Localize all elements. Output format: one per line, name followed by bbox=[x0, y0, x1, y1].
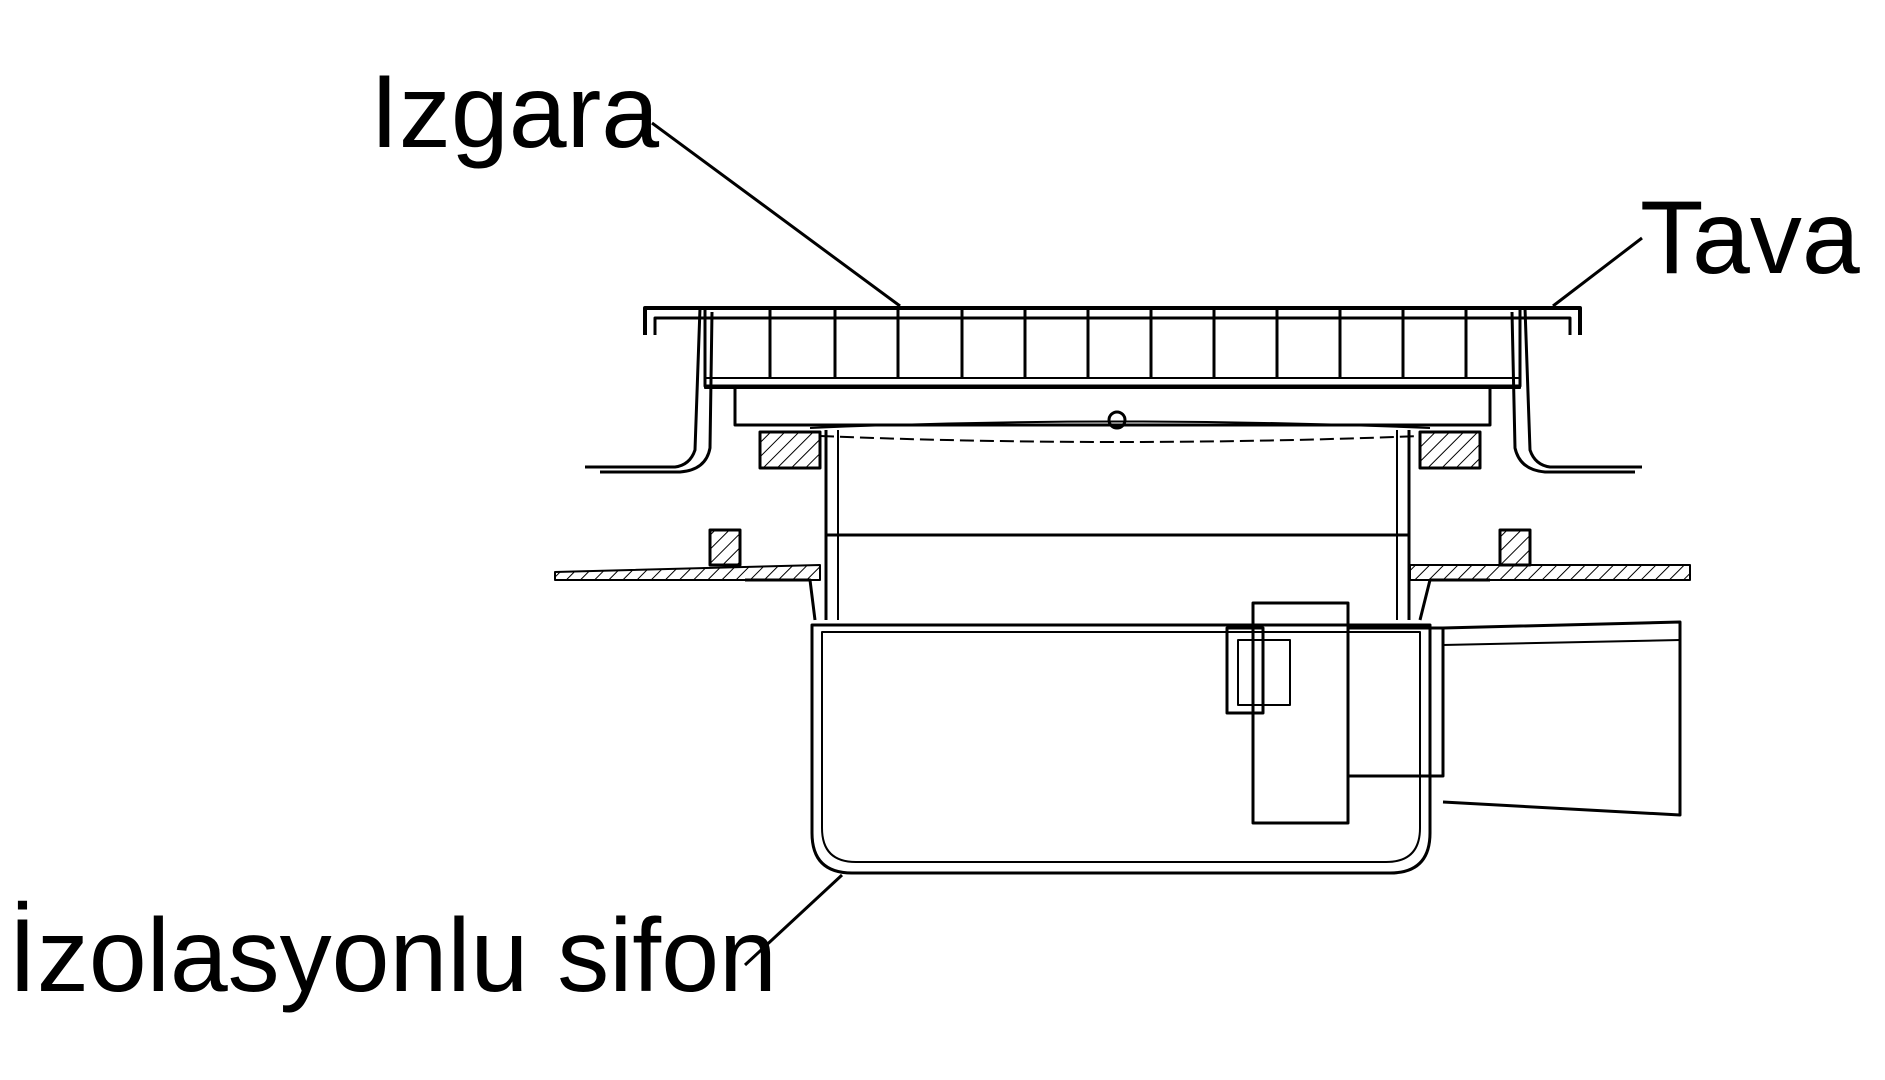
grate-bars bbox=[770, 308, 1466, 378]
drain-body bbox=[826, 430, 1409, 620]
grate-label: Izgara bbox=[370, 54, 660, 170]
flange bbox=[555, 530, 1690, 620]
leader-tray bbox=[1553, 238, 1642, 306]
grate bbox=[645, 308, 1580, 425]
tray-profile bbox=[585, 308, 1642, 472]
outlet-pipe bbox=[1227, 603, 1680, 823]
leader-lines bbox=[652, 123, 1642, 965]
leader-grate bbox=[652, 123, 900, 306]
strainer-ring bbox=[760, 412, 1480, 468]
leader-trap bbox=[745, 875, 842, 965]
trap-label: İzolasyonlu sifon bbox=[8, 898, 777, 1014]
tray-label: Tava bbox=[1640, 180, 1860, 296]
insulated-trap bbox=[812, 625, 1430, 873]
